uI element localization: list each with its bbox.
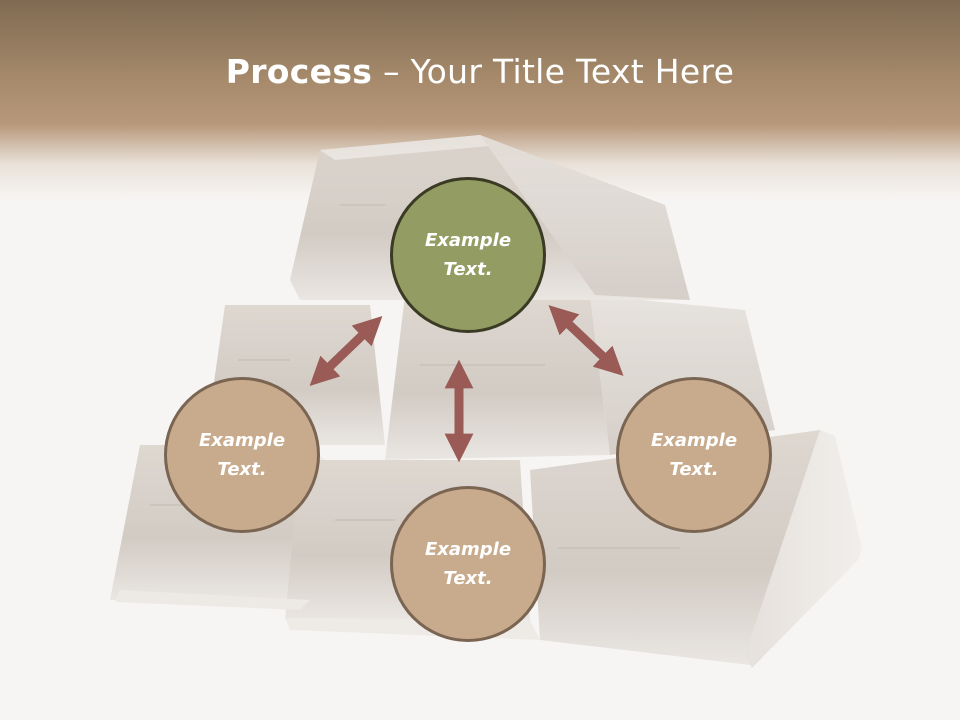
arrow-top-left — [309, 316, 383, 386]
slide-title: Process – Your Title Text Here — [0, 52, 960, 91]
title-bold: Process — [225, 52, 373, 91]
node-bottom-label: Example Text. — [424, 539, 512, 589]
node-right: Example Text. — [616, 377, 772, 533]
node-left: Example Text. — [164, 377, 320, 533]
node-top-label: Example Text. — [424, 230, 512, 280]
arrow-top-right — [548, 305, 624, 376]
node-left-label: Example Text. — [198, 430, 286, 480]
node-bottom: Example Text. — [390, 486, 546, 642]
node-top: Example Text. — [390, 177, 546, 333]
node-right-label: Example Text. — [650, 430, 738, 480]
title-rest: – Your Title Text Here — [372, 52, 735, 91]
